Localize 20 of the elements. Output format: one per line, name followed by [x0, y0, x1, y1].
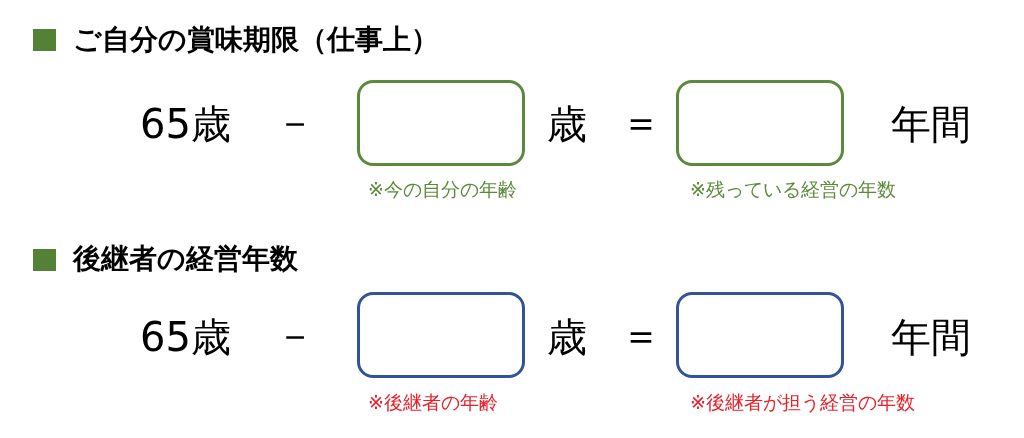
section-heading: 後継者の経営年数: [73, 242, 298, 276]
unit-text: 年間: [891, 314, 971, 360]
hint-text: ※今の自分の年齢: [368, 179, 517, 201]
minus-sign: －: [275, 312, 315, 358]
equals-sign: ＝: [621, 312, 661, 358]
minus-sign: －: [275, 99, 315, 145]
answer-box: [676, 292, 844, 378]
hint-text: ※残っている経営の年数: [690, 179, 896, 201]
answer-box: [676, 80, 844, 166]
hint-text: ※後継者が担う経営の年数: [690, 392, 915, 414]
equals-sign: ＝: [621, 99, 661, 145]
unit-text: 歳: [547, 101, 587, 147]
answer-box: [357, 80, 525, 166]
section-heading: ご自分の賞味期限（仕事上）: [73, 23, 439, 57]
unit-text: 年間: [891, 101, 971, 147]
age-text: 65歳: [140, 101, 231, 147]
unit-text: 歳: [547, 314, 587, 360]
answer-box: [357, 292, 525, 378]
hint-text: ※後継者の年齢: [368, 392, 498, 414]
age-text: 65歳: [140, 314, 231, 360]
